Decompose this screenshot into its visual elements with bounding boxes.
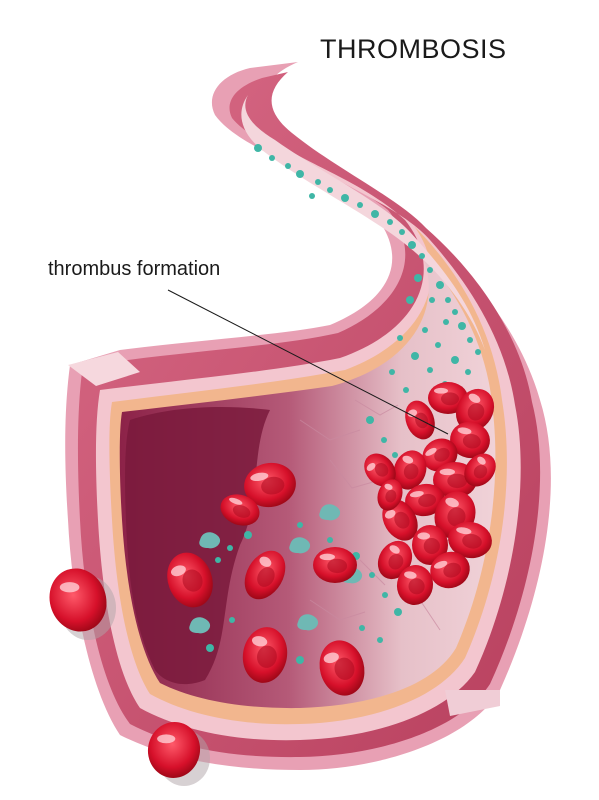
- platelet: [399, 229, 405, 235]
- platelet: [309, 193, 315, 199]
- activated-platelet: [289, 537, 311, 554]
- platelet: [419, 253, 425, 259]
- platelet: [475, 349, 481, 355]
- platelet: [406, 296, 414, 304]
- red-blood-cell: [455, 388, 495, 432]
- platelet: [371, 210, 379, 218]
- red-blood-cell: [242, 627, 288, 683]
- thrombus-formation-label: thrombus formation: [48, 258, 221, 280]
- platelet: [369, 572, 375, 578]
- red-blood-cell: [393, 450, 427, 490]
- platelet: [269, 155, 275, 161]
- platelet: [387, 219, 393, 225]
- platelet: [382, 592, 388, 598]
- platelet: [394, 608, 402, 616]
- red-blood-cell: [377, 479, 403, 511]
- platelet: [366, 416, 374, 424]
- platelet: [377, 637, 383, 643]
- platelet: [403, 387, 409, 393]
- red-blood-cell: [450, 421, 490, 459]
- diagram-title: THROMBOSIS: [320, 34, 507, 64]
- red-blood-cell-group: [49, 382, 496, 786]
- platelet: [435, 342, 441, 348]
- platelet: [467, 337, 473, 343]
- platelet: [215, 557, 221, 563]
- platelet: [296, 170, 304, 178]
- red-blood-cell: [412, 525, 448, 565]
- platelet: [427, 267, 433, 273]
- platelet: [414, 274, 422, 282]
- red-blood-cell: [319, 640, 365, 696]
- platelet: [206, 644, 214, 652]
- activated-platelet: [189, 617, 211, 634]
- platelet: [411, 352, 419, 360]
- activated-platelet: [199, 532, 221, 549]
- red-blood-cell: [448, 521, 492, 559]
- platelet: [427, 367, 433, 373]
- platelet: [389, 369, 395, 375]
- activated-platelet: [319, 504, 341, 521]
- platelet: [327, 537, 333, 543]
- platelet: [397, 335, 403, 341]
- dark-clot-region: [125, 407, 270, 685]
- platelet: [429, 297, 435, 303]
- platelet: [315, 179, 321, 185]
- escaping-red-blood-cell: [147, 722, 210, 786]
- platelet: [465, 369, 471, 375]
- tube-lumen: [241, 95, 485, 350]
- platelet: [443, 319, 449, 325]
- red-blood-cell: [405, 483, 445, 517]
- red-blood-cell: [464, 453, 496, 487]
- red-blood-cell: [396, 565, 434, 605]
- platelet: [445, 297, 451, 303]
- red-blood-cell: [167, 552, 213, 608]
- platelet: [244, 531, 252, 539]
- platelet: [408, 241, 416, 249]
- platelet: [452, 309, 458, 315]
- platelet: [458, 322, 466, 330]
- platelet: [381, 437, 387, 443]
- callout-leader-line: [167, 289, 449, 435]
- red-blood-cell: [364, 453, 396, 487]
- platelet: [254, 144, 262, 152]
- platelet: [297, 522, 303, 528]
- red-blood-cell: [377, 540, 413, 580]
- vessel-cut-face-lower: [445, 690, 500, 716]
- platelet: [296, 656, 304, 664]
- platelet: [422, 327, 428, 333]
- escaping-red-blood-cell: [49, 568, 116, 640]
- platelet: [285, 163, 291, 169]
- platelet: [436, 281, 444, 289]
- red-blood-cell: [220, 494, 260, 526]
- platelet: [451, 356, 459, 364]
- platelet: [359, 625, 365, 631]
- platelet: [392, 452, 398, 458]
- platelet: [357, 202, 363, 208]
- platelet: [227, 545, 233, 551]
- vessel-cut-face: [68, 352, 140, 386]
- red-blood-cell: [244, 550, 286, 600]
- platelet: [229, 617, 235, 623]
- activated-platelet: [297, 614, 319, 631]
- red-blood-cell: [244, 462, 296, 508]
- red-blood-cell: [313, 547, 357, 583]
- platelet: [341, 194, 349, 202]
- platelet: [327, 187, 333, 193]
- red-blood-cell: [430, 551, 470, 589]
